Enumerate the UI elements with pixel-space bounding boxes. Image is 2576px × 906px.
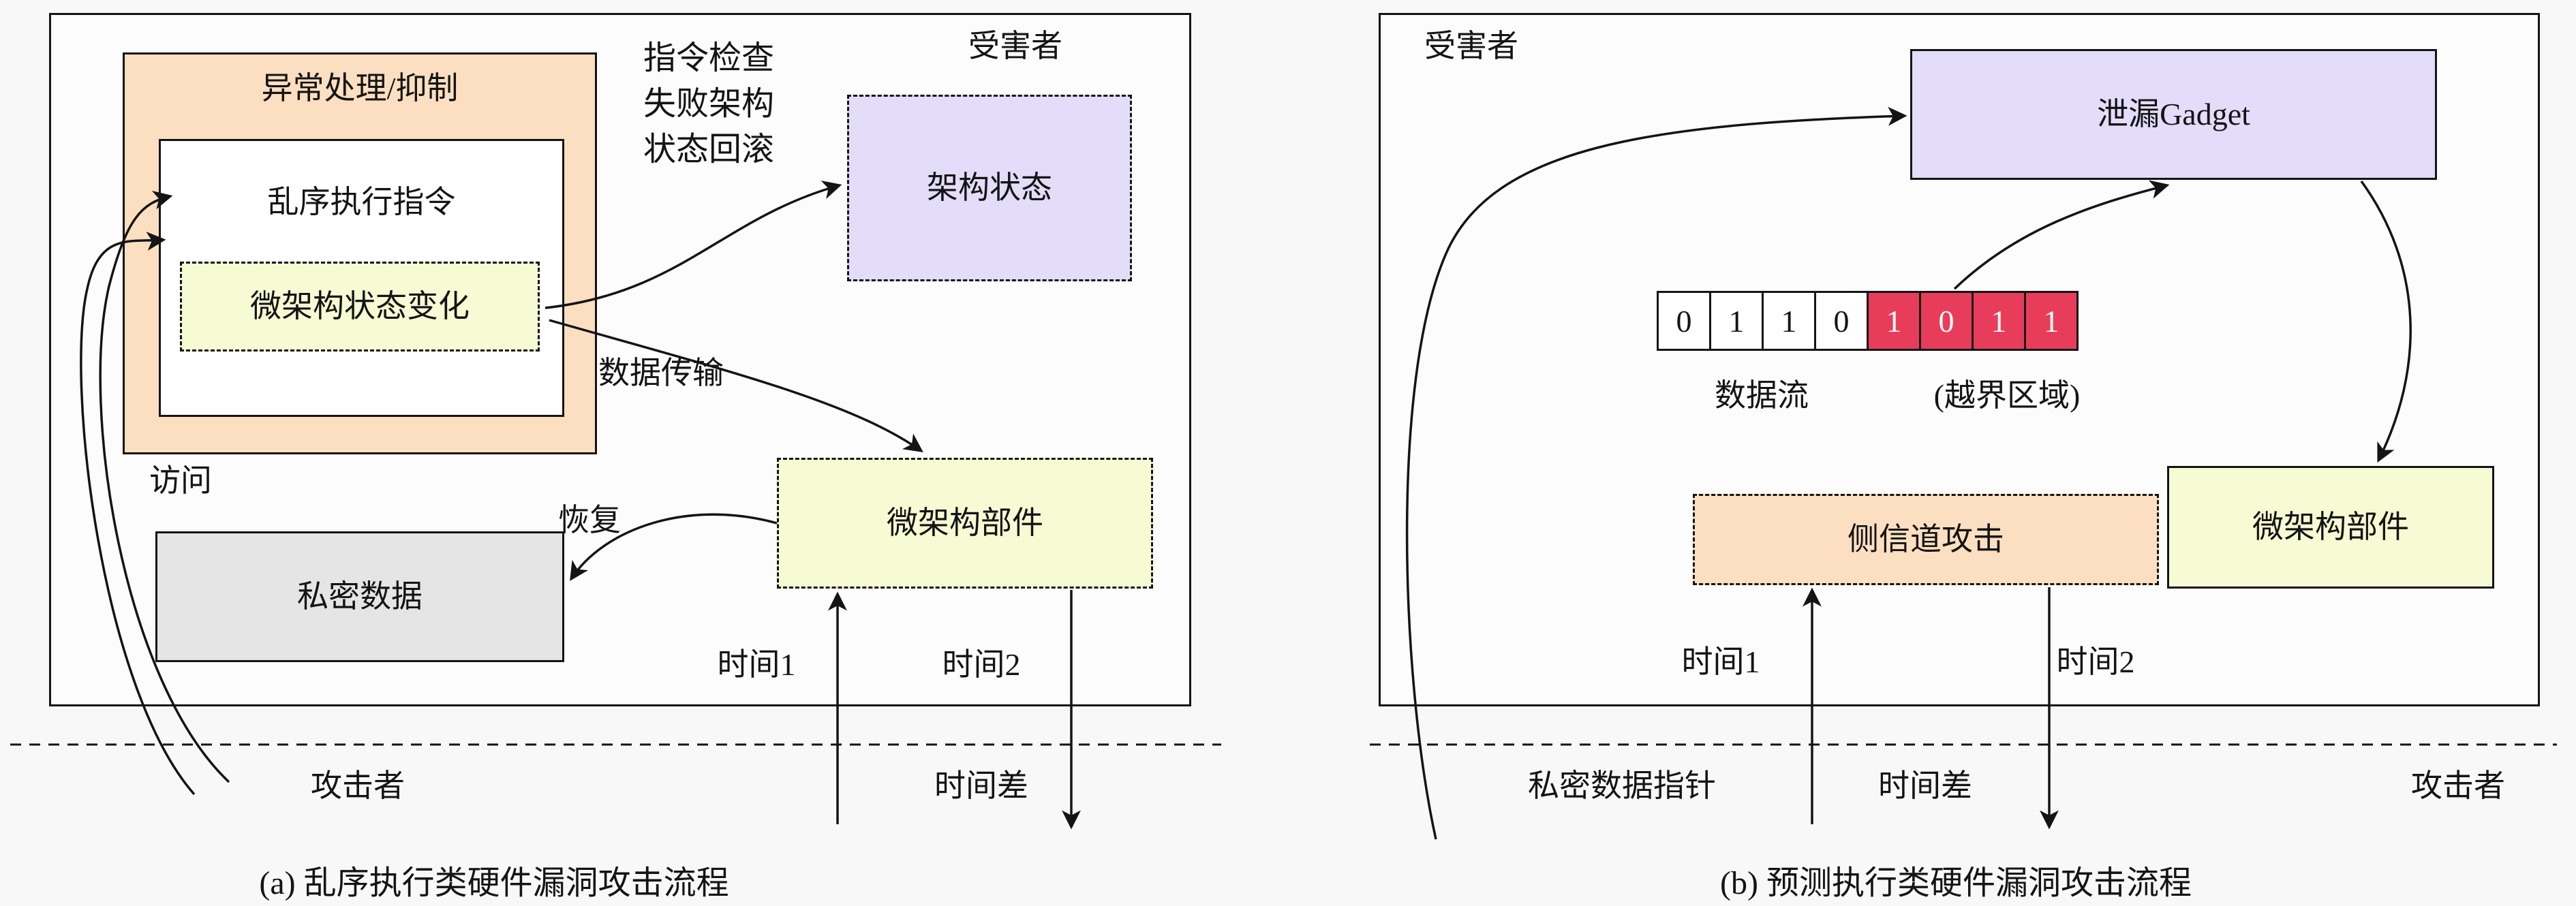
- data-cell-out-of-bounds: 1: [1867, 291, 1921, 351]
- panel-a-secret-data-box: 私密数据: [155, 531, 564, 662]
- panel-b-uarch-component-label: 微架构部件: [2252, 510, 2409, 545]
- panel-b-victim-label: 受害者: [1424, 29, 1518, 63]
- panel-b-side-channel-box: 侧信道攻击: [1693, 494, 2159, 585]
- panel-b-oob-region-label: (越界区域): [1933, 378, 2081, 413]
- panel-b-data-stream-label: 数据流: [1715, 378, 1809, 413]
- panel-a-rollback-label: 指令检查 失败架构 状态回滚: [607, 35, 811, 172]
- panel-a-secret-data-label: 私密数据: [297, 579, 423, 614]
- panel-b-uarch-component-box: 微架构部件: [2167, 466, 2494, 589]
- data-cell: 1: [1709, 291, 1764, 351]
- panel-b-time1-label: 时间1: [1681, 644, 1760, 679]
- rollback-line-3: 状态回滚: [643, 131, 774, 168]
- panel-b-time-diff-label: 时间差: [1878, 768, 1972, 803]
- panel-a-arch-state-label: 架构状态: [927, 170, 1052, 206]
- data-cell: 1: [1762, 291, 1816, 351]
- panel-b-leak-gadget-label: 泄漏Gadget: [2097, 97, 2250, 132]
- panel-b-leak-gadget-box: 泄漏Gadget: [1910, 49, 2437, 180]
- panel-a-access-label: 访问: [149, 463, 212, 498]
- data-cell-out-of-bounds: 1: [2024, 291, 2079, 351]
- data-cell-out-of-bounds: 0: [1919, 291, 1974, 351]
- panel-a-uarch-component-label: 微架构部件: [887, 505, 1043, 541]
- panel-a-time1-label: 时间1: [717, 647, 796, 682]
- panel-a-data-transfer-label: 数据传输: [598, 356, 724, 390]
- panel-b-secret-pointer-label: 私密数据指针: [1528, 768, 1716, 803]
- data-cell: 0: [1657, 291, 1711, 351]
- rollback-line-1: 指令检查: [643, 40, 774, 76]
- panel-b-attacker-label: 攻击者: [2411, 768, 2505, 803]
- panel-a-time-diff-label: 时间差: [934, 768, 1028, 803]
- panel-b-side-channel-label: 侧信道攻击: [1847, 522, 2004, 557]
- panel-b-caption: (b) 预测执行类硬件漏洞攻击流程: [1720, 865, 2192, 901]
- panel-a-attacker-label: 攻击者: [311, 768, 405, 803]
- panel-a-exception-label: 异常处理/抑制: [261, 71, 459, 106]
- panel-a-victim-label: 受害者: [968, 29, 1062, 63]
- panel-a-uarch-change-box: 微架构状态变化: [180, 262, 540, 352]
- panel-a-ooo-label: 乱序执行指令: [267, 185, 456, 219]
- panel-b-data-cells-row: 0 1 1 0 1 0 1 1: [1657, 291, 2079, 351]
- panel-b-time2-label: 时间2: [2056, 644, 2135, 679]
- rollback-line-2: 失败架构: [643, 86, 774, 122]
- panel-a-recover-label: 恢复: [558, 503, 621, 537]
- panel-a-time2-label: 时间2: [942, 647, 1021, 682]
- panel-a-caption: (a) 乱序执行类硬件漏洞攻击流程: [259, 865, 729, 901]
- data-cell: 0: [1814, 291, 1869, 351]
- panel-a-arch-state-box: 架构状态: [847, 95, 1132, 281]
- panel-a-uarch-change-label: 微架构状态变化: [250, 289, 470, 324]
- data-cell-out-of-bounds: 1: [1972, 291, 2026, 351]
- panel-a-uarch-component-box: 微架构部件: [777, 458, 1153, 589]
